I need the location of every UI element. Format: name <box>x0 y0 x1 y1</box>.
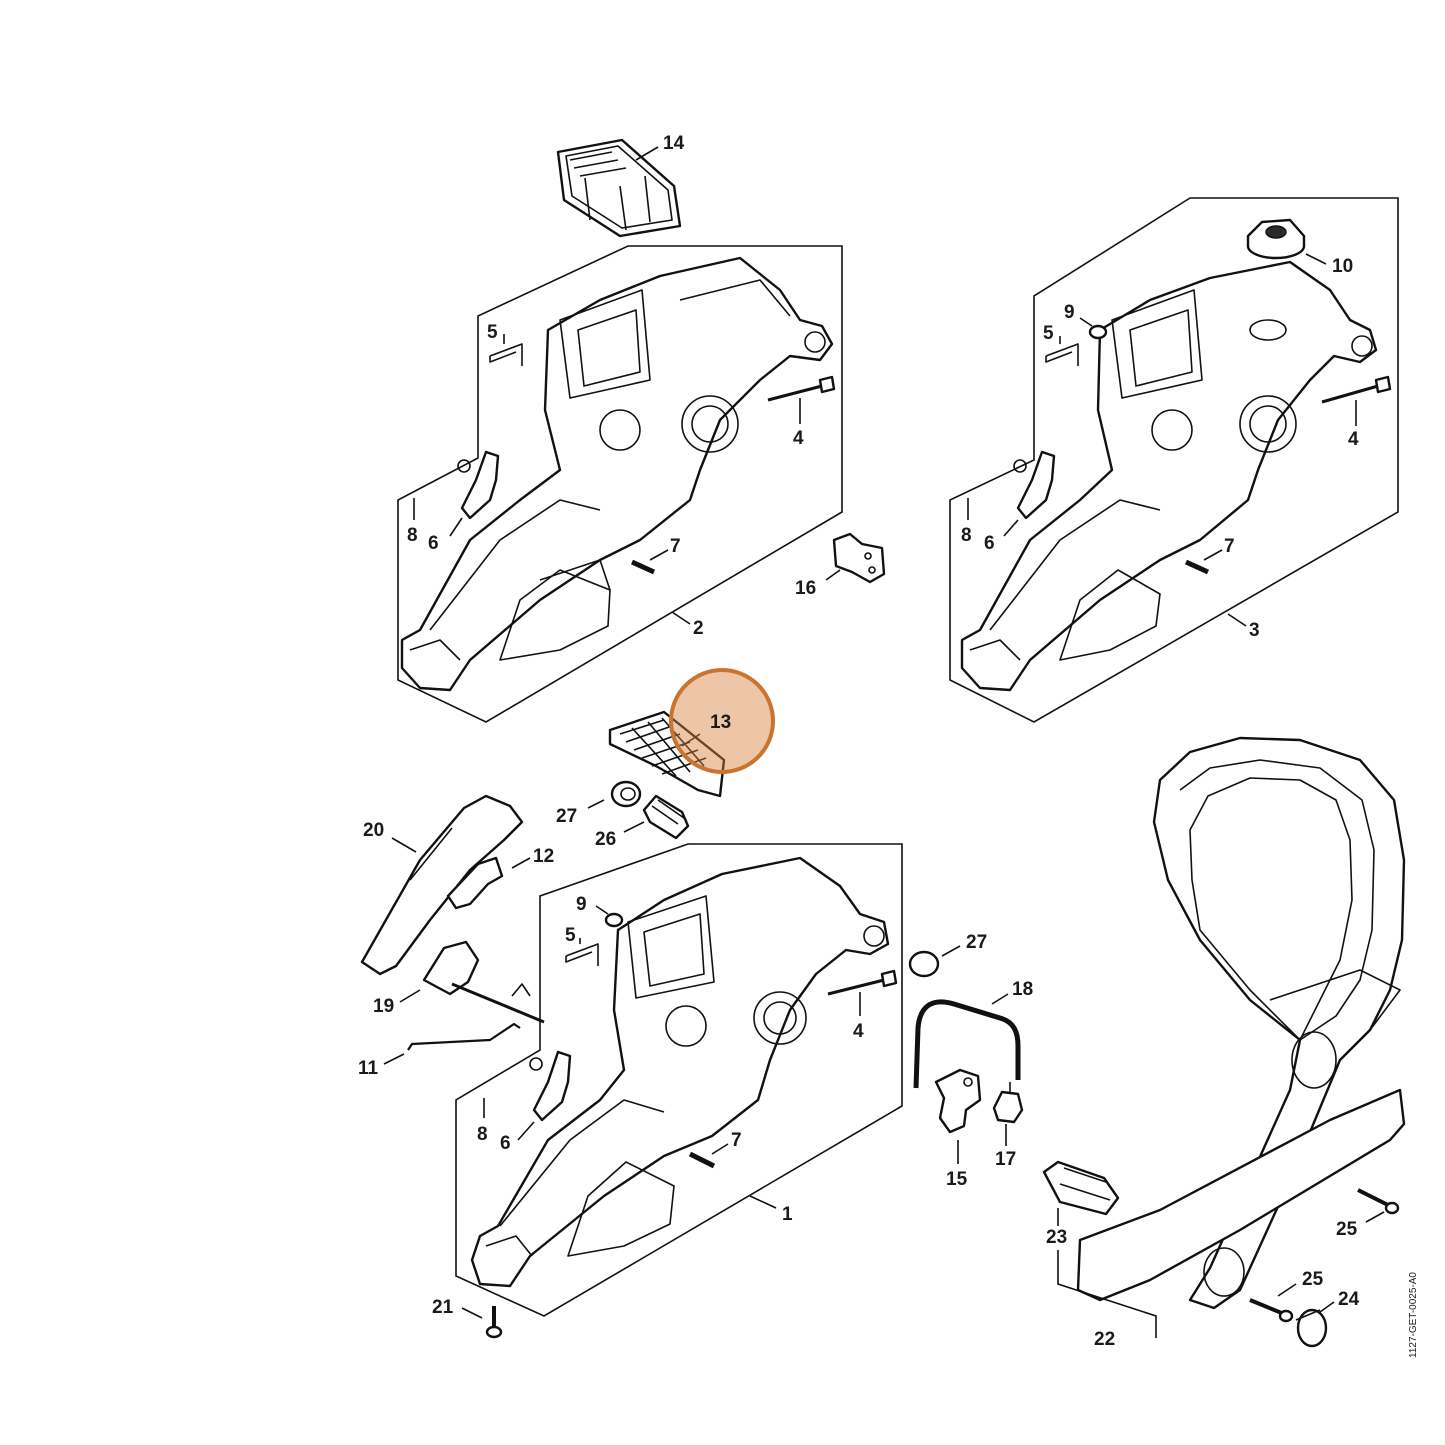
callout-20: 20 <box>363 820 384 841</box>
part-8-spring-a[interactable]: 8 <box>407 498 418 546</box>
callout-4c: 4 <box>853 1021 864 1042</box>
callout-17: 17 <box>995 1149 1016 1170</box>
callout-3: 3 <box>1249 620 1260 641</box>
housing-1-group: 9 5 4 6 8 7 <box>455 843 903 1317</box>
part-6-lever-c[interactable]: 6 <box>500 1050 572 1154</box>
part-16-bracket[interactable]: 16 <box>795 532 886 599</box>
part-7-pin-c[interactable]: 7 <box>688 1130 742 1169</box>
callout-8b: 8 <box>961 525 972 546</box>
callout-9a: 9 <box>1064 302 1075 323</box>
part-14-filter[interactable]: 14 <box>556 133 685 238</box>
callout-8a: 8 <box>407 525 418 546</box>
callout-22: 22 <box>1094 1329 1115 1350</box>
callout-7a: 7 <box>670 536 681 557</box>
part-17-fitting[interactable]: 17 <box>992 1082 1024 1170</box>
panel-outline-1 <box>455 843 903 1317</box>
panel-outline-2 <box>397 245 843 723</box>
callout-6b: 6 <box>984 533 995 554</box>
callout-2: 2 <box>693 618 704 639</box>
housing-2-group: 4 5 6 8 7 2 <box>397 245 843 723</box>
callout-5c: 5 <box>565 925 576 946</box>
part-9-nut-a[interactable]: 9 <box>1064 302 1108 340</box>
bracket-22 <box>1057 1250 1157 1338</box>
part-15-valve[interactable]: 15 <box>934 1068 982 1190</box>
callout-14: 14 <box>663 133 685 154</box>
callout-10: 10 <box>1332 256 1353 277</box>
highlight-marker <box>669 668 775 774</box>
part-4-bolt-c[interactable]: 4 <box>827 969 898 1042</box>
callout-25a: 25 <box>1336 1219 1358 1240</box>
panel-outline-3 <box>949 197 1399 723</box>
part-12-bracket[interactable]: 12 <box>446 846 554 910</box>
part-5-pin-b[interactable]: 5 <box>1043 323 1079 366</box>
callout-5a: 5 <box>487 322 498 343</box>
part-27-plug[interactable]: 27 <box>908 932 987 978</box>
callout-16: 16 <box>795 578 816 599</box>
callout-19: 19 <box>373 996 394 1017</box>
part-5-pin-c[interactable]: 5 <box>565 925 599 966</box>
part-25-screw-a[interactable]: 25 <box>1336 1188 1400 1240</box>
part-7-pin-b[interactable]: 7 <box>1184 536 1235 575</box>
callout-25b: 25 <box>1302 1269 1324 1290</box>
callout-7c: 7 <box>731 1130 742 1151</box>
handlebar-base-plate <box>1076 1088 1406 1302</box>
callout-27b: 27 <box>966 932 987 953</box>
callout-23: 23 <box>1046 1227 1067 1248</box>
callout-4a: 4 <box>793 428 804 449</box>
callout-4b: 4 <box>1348 429 1359 450</box>
callout-21: 21 <box>432 1297 454 1318</box>
callout-6c: 6 <box>500 1133 511 1154</box>
part-3-housing[interactable] <box>960 260 1378 692</box>
callout-26: 26 <box>595 829 616 850</box>
callout-13: 13 <box>710 712 731 733</box>
callout-9b: 9 <box>576 894 587 915</box>
callout-5b: 5 <box>1043 323 1054 344</box>
callout-1: 1 <box>782 1204 793 1225</box>
part-6-lever-b[interactable]: 6 <box>984 450 1056 554</box>
part-25-screw-b[interactable]: 25 <box>1249 1269 1324 1323</box>
callout-18: 18 <box>1012 979 1033 1000</box>
part-27-buffer-a[interactable]: 27 <box>556 780 642 827</box>
callout-6a: 6 <box>428 533 439 554</box>
part-18-hose[interactable]: 18 <box>913 979 1033 1089</box>
reference-code: 1127-GET-0025-A0 <box>1408 1272 1419 1358</box>
part-6-lever-a[interactable]: 6 <box>428 450 500 554</box>
part-4-bolt-a[interactable]: 4 <box>767 375 836 449</box>
callout-7b: 7 <box>1224 536 1235 557</box>
part-7-pin-a[interactable]: 7 <box>630 536 681 575</box>
callout-12: 12 <box>533 846 554 867</box>
part-2-housing[interactable] <box>400 256 834 692</box>
part-8-spring-b[interactable]: 8 <box>961 498 972 546</box>
part-8-spring-c[interactable]: 8 <box>477 1098 488 1145</box>
part-5-pin-a[interactable]: 5 <box>487 322 523 366</box>
part-10-cap[interactable]: 10 <box>1246 218 1353 277</box>
part-11-rod[interactable]: 11 <box>358 1022 521 1079</box>
part-26-buffer[interactable]: 26 <box>595 794 690 850</box>
part-9-nut-b[interactable]: 9 <box>576 894 624 928</box>
part-13-grille[interactable]: 13 <box>608 668 775 798</box>
callout-24: 24 <box>1338 1289 1360 1310</box>
callout-11: 11 <box>358 1058 379 1079</box>
housing-3-group: 10 9 5 4 6 8 <box>949 197 1399 723</box>
callout-27a: 27 <box>556 806 577 827</box>
callout-15: 15 <box>946 1169 968 1190</box>
part-4-bolt-b[interactable]: 4 <box>1321 375 1392 450</box>
part-19-throttle[interactable]: 19 <box>373 940 545 1024</box>
part-20-cover[interactable]: 20 <box>360 794 524 976</box>
part-23-buffer[interactable]: 23 <box>1042 1160 1120 1248</box>
callout-8c: 8 <box>477 1124 488 1145</box>
part-21-screw[interactable]: 21 <box>432 1297 503 1339</box>
part-24-knob[interactable]: 24 <box>1295 1289 1360 1348</box>
part-1-housing[interactable] <box>470 856 890 1288</box>
handlebar-group: 23 25 25 24 22 <box>1042 736 1406 1350</box>
